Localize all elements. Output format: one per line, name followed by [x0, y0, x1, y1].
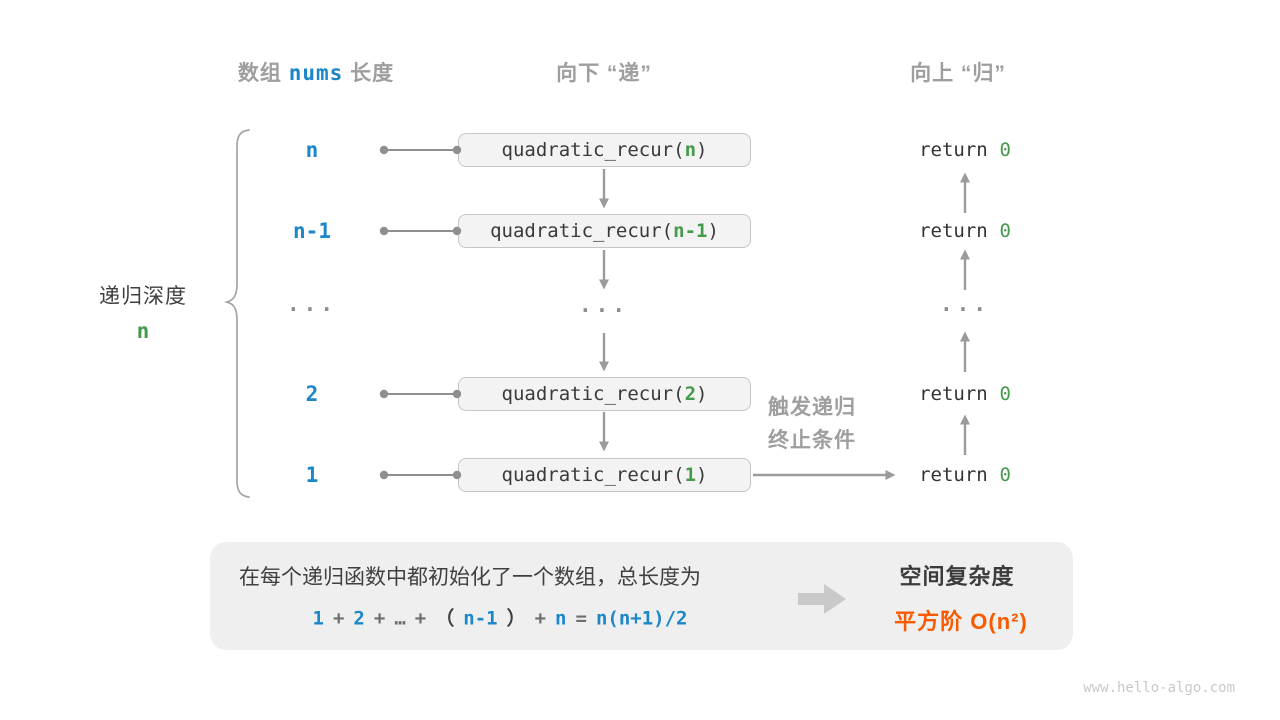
formula-token: … — [394, 607, 406, 630]
summary-description: 在每个递归函数中都初始化了一个数组，总长度为 — [239, 566, 701, 589]
call-suffix: ) — [696, 383, 708, 405]
return-keyword: return — [919, 383, 988, 405]
formula-token: 1 — [312, 607, 324, 630]
summary-panel — [210, 542, 1073, 650]
call-prefix: quadratic_recur( — [501, 464, 685, 486]
column-header-ascend: 向上 “归” — [910, 62, 1006, 85]
formula-token: ） — [506, 608, 526, 630]
trigger-note: 触发递归 终止条件 — [768, 391, 856, 457]
call-box-2: quadratic_recur(2) — [458, 377, 751, 411]
return-row-n-1: return 0 — [919, 220, 1011, 242]
formula-token: n-1 — [463, 607, 498, 630]
length-connector-n-1 — [379, 226, 462, 236]
array-label-suffix: 长度 — [350, 62, 395, 85]
return-row-n: return 0 — [919, 139, 1011, 161]
call-prefix: quadratic_recur( — [501, 139, 685, 161]
return-ellipsis: ... — [940, 292, 990, 317]
call-box-n-1: quadratic_recur(n-1) — [458, 214, 751, 248]
return-value: 0 — [999, 139, 1011, 161]
call-suffix: ) — [696, 139, 708, 161]
call-box-n: quadratic_recur(n) — [458, 133, 751, 167]
return-row-2: return 0 — [919, 383, 1011, 405]
trigger-note-line1: 触发递归 — [768, 396, 856, 419]
formula-token: + — [373, 607, 386, 630]
depth-label: 递归深度 — [99, 285, 187, 308]
formula-token: + — [414, 607, 427, 630]
column-header-array-length: 数组 nums 长度 — [238, 57, 394, 87]
trigger-note-line2: 终止条件 — [768, 429, 856, 452]
call-arg: 2 — [684, 383, 697, 405]
formula-token: + — [332, 607, 345, 630]
return-keyword: return — [919, 139, 988, 161]
space-complexity-label: 空间复杂度 — [899, 564, 1015, 589]
space-complexity-value: 平方阶 O(n²) — [894, 609, 1028, 634]
call-suffix: ) — [696, 464, 708, 486]
formula-token: = — [575, 607, 587, 630]
formula-token: + — [534, 607, 547, 630]
length-connector-1 — [379, 470, 462, 480]
array-label-prefix: 数组 — [237, 62, 282, 85]
call-prefix: quadratic_recur( — [501, 383, 685, 405]
length-row-1: 1 — [305, 463, 319, 487]
length-connector-n — [379, 145, 462, 155]
depth-value: n — [136, 319, 150, 343]
length-row-n: n — [305, 138, 319, 162]
return-keyword: return — [919, 220, 988, 242]
depth-brace — [223, 129, 250, 498]
call-suffix: ) — [707, 220, 719, 242]
summary-formula: 1 + 2 + … + （ n-1 ） + n = n(n+1)/2 — [313, 604, 688, 631]
length-row-2: 2 — [305, 382, 319, 406]
formula-token: 2 — [353, 607, 365, 630]
column-header-descend: 向下 “递” — [556, 62, 652, 85]
length-connector-2 — [379, 389, 462, 399]
formula-token: （ — [435, 608, 455, 630]
call-prefix: quadratic_recur( — [490, 220, 674, 242]
call-arg: 1 — [684, 464, 697, 486]
return-value: 0 — [999, 383, 1011, 405]
length-ellipsis: ... — [287, 292, 337, 317]
watermark: www.hello-algo.com — [1083, 680, 1235, 696]
return-keyword: return — [919, 464, 988, 486]
call-box-1: quadratic_recur(1) — [458, 458, 751, 492]
length-row-n-1: n-1 — [293, 219, 331, 243]
return-value: 0 — [999, 464, 1011, 486]
return-row-1: return 0 — [919, 464, 1011, 486]
formula-token: n — [555, 607, 567, 630]
array-code-nums: nums — [288, 61, 344, 85]
call-ellipsis: ... — [579, 293, 629, 318]
call-arg: n-1 — [673, 220, 708, 242]
return-value: 0 — [999, 220, 1011, 242]
formula-token: n(n+1)/2 — [595, 607, 688, 630]
call-arg: n — [684, 139, 697, 161]
